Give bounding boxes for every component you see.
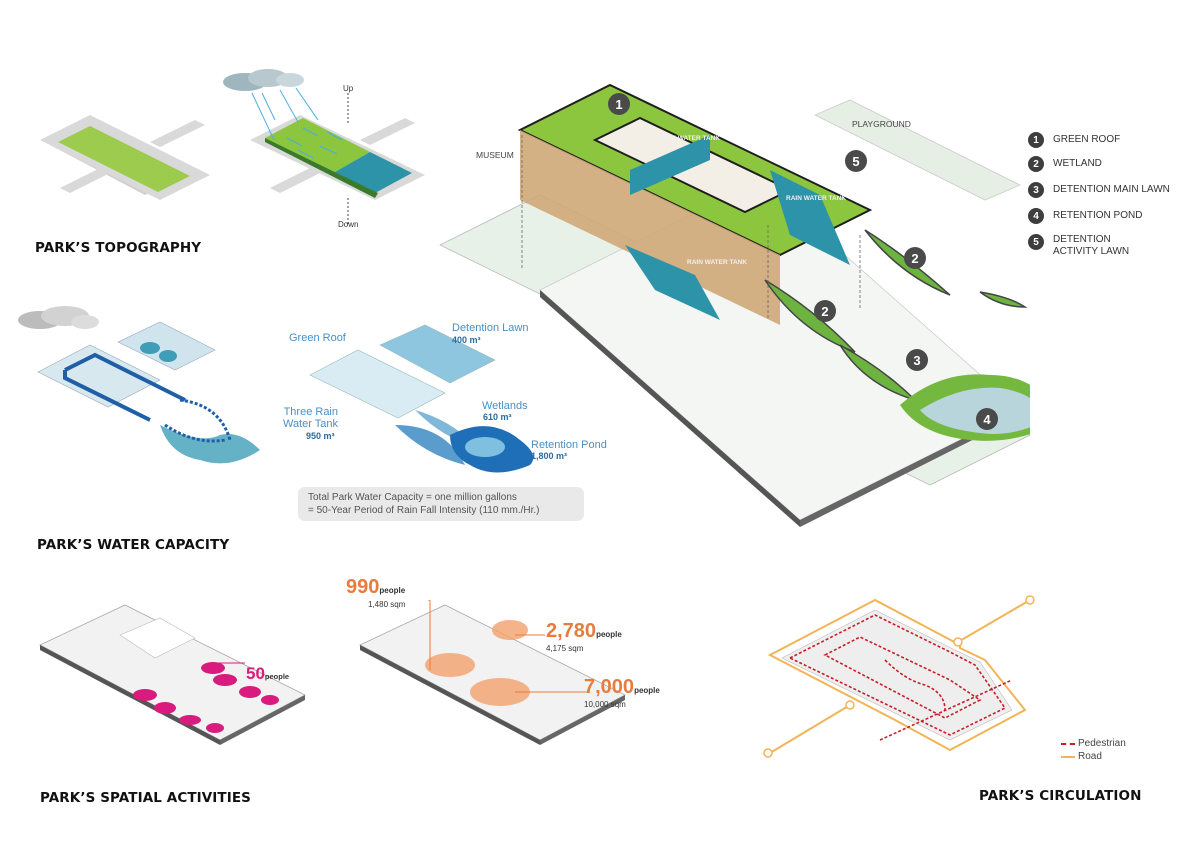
activity-zone-1: 990people 1,480 sqm bbox=[346, 577, 406, 612]
legend-item-wetland: 2 WETLAND bbox=[1028, 156, 1170, 172]
legend-label: RETENTION POND bbox=[1053, 210, 1143, 221]
activity-zone-3: 7,000people 10,000 sqm bbox=[584, 677, 660, 712]
main-axonometric-plan bbox=[439, 83, 1030, 527]
legend-label: DETENTION ACTIVITY LAWN bbox=[1053, 234, 1129, 258]
down-label: Down bbox=[338, 220, 359, 229]
legend-label: Pedestrian bbox=[1078, 738, 1126, 749]
cloud-icon bbox=[18, 306, 99, 329]
topography-diagram bbox=[40, 69, 425, 225]
green-roof-label: Green Roof bbox=[289, 332, 346, 344]
legend-label: GREEN ROOF bbox=[1053, 134, 1121, 145]
up-label: Up bbox=[343, 84, 354, 93]
area-label: 1,480 sqm bbox=[368, 600, 406, 609]
spatial-activities-title: PARK’S SPATIAL ACTIVITIES bbox=[40, 790, 252, 806]
rain-tank-label-1: Three Rain bbox=[283, 406, 338, 418]
wetlands-value: 610 m³ bbox=[483, 412, 512, 422]
people-unit: people bbox=[264, 672, 290, 681]
legend-label-line2: ACTIVITY LAWN bbox=[1053, 246, 1130, 257]
marker-4: 4 bbox=[976, 408, 998, 430]
people-unit: people bbox=[596, 630, 622, 639]
marker-5: 5 bbox=[845, 150, 867, 172]
legend-label: WETLAND bbox=[1053, 158, 1102, 169]
retention-pond-value: 1,800 m³ bbox=[531, 451, 568, 461]
road-line-icon bbox=[1061, 755, 1075, 758]
activity-zone-2: 2,780people 4,175 sqm bbox=[546, 621, 622, 656]
legend-pedestrian: Pedestrian bbox=[1061, 738, 1126, 749]
retention-pond-label: Retention Pond bbox=[531, 439, 607, 451]
people-count: 7,000 bbox=[584, 676, 635, 698]
legend-item-detention-activity-lawn: 5 DETENTION ACTIVITY LAWN bbox=[1028, 234, 1170, 260]
wetland-2 bbox=[764, 279, 856, 353]
water-capacity-title: PARK’S WATER CAPACITY bbox=[37, 537, 230, 553]
wetlands-label: Wetlands bbox=[482, 400, 528, 412]
main-legend: 1 GREEN ROOF 2 WETLAND 3 DETENTION MAIN … bbox=[1028, 132, 1170, 268]
sloped-park-plan bbox=[250, 115, 425, 200]
people-unit: people bbox=[634, 686, 660, 695]
legend-label-line1: DETENTION bbox=[1053, 234, 1111, 245]
rain-tank-value: 950 m³ bbox=[306, 431, 335, 441]
people-count: 990 bbox=[346, 576, 380, 598]
people-count: 50 bbox=[246, 664, 265, 683]
area-label: 10,000 sqm bbox=[584, 700, 626, 709]
retention-pond-water bbox=[920, 387, 1030, 434]
legend-item-green-roof: 1 GREEN ROOF bbox=[1028, 132, 1170, 148]
activity-zones-pink bbox=[133, 662, 279, 733]
flow-arrows bbox=[286, 127, 343, 159]
pedestrian-line-icon bbox=[1061, 742, 1075, 745]
total-capacity-box: Total Park Water Capacity = one million … bbox=[298, 487, 584, 521]
high-activity-diagram bbox=[359, 600, 626, 745]
rain-tank-label-2: Water Tank bbox=[282, 418, 338, 430]
area-label: 4,175 sqm bbox=[546, 644, 584, 653]
number-badge: 5 bbox=[1028, 234, 1044, 250]
people-unit: people bbox=[379, 586, 406, 595]
low-activity-diagram bbox=[39, 604, 306, 745]
crowd-heat-orange bbox=[425, 620, 530, 706]
rain-tank-label-c: RAIN WATER TANK bbox=[687, 259, 748, 266]
water-capacity-exploded-diagram bbox=[309, 324, 534, 473]
water-flow-diagram bbox=[18, 306, 260, 464]
marker-2a: 2 bbox=[904, 247, 926, 269]
circulation-diagram bbox=[763, 595, 1035, 758]
number-badge: 4 bbox=[1028, 208, 1044, 224]
detention-lawn-value: 400 m³ bbox=[452, 335, 481, 345]
people-count: 2,780 bbox=[546, 620, 597, 642]
legend-label: DETENTION MAIN LAWN bbox=[1053, 184, 1170, 195]
rain-arrows bbox=[251, 87, 319, 141]
legend-item-detention-main-lawn: 3 DETENTION MAIN LAWN bbox=[1028, 182, 1170, 198]
total-capacity-line1: Total Park Water Capacity = one million … bbox=[308, 492, 517, 503]
legend-road: Road bbox=[1061, 751, 1102, 762]
flat-park-plan bbox=[40, 115, 210, 200]
rain-tank-label-b: RAIN WATER TANK bbox=[786, 195, 847, 202]
total-capacity-line2: = 50-Year Period of Rain Fall Intensity … bbox=[308, 505, 540, 516]
low-activity-count: 50people bbox=[246, 664, 289, 684]
marker-1: 1 bbox=[608, 93, 630, 115]
marker-2b: 2 bbox=[814, 300, 836, 322]
circulation-title: PARK’S CIRCULATION bbox=[979, 788, 1142, 804]
legend-label: Road bbox=[1078, 751, 1102, 762]
marker-3: 3 bbox=[906, 349, 928, 371]
number-badge: 3 bbox=[1028, 182, 1044, 198]
legend-item-retention-pond: 4 RETENTION POND bbox=[1028, 208, 1170, 224]
cloud-icon bbox=[223, 69, 304, 91]
number-badge: 2 bbox=[1028, 156, 1044, 172]
detention-lawn-label: Detention Lawn bbox=[452, 322, 529, 334]
road-network bbox=[767, 598, 1031, 754]
museum-label: MUSEUM bbox=[476, 150, 514, 160]
number-badge: 1 bbox=[1028, 132, 1044, 148]
topography-title: PARK’S TOPOGRAPHY bbox=[35, 240, 202, 256]
rain-tank-label-a: RAIN WATER TANK bbox=[660, 135, 721, 142]
playground-label: PLAYGROUND bbox=[852, 119, 911, 129]
pedestrian-paths bbox=[788, 614, 1013, 741]
